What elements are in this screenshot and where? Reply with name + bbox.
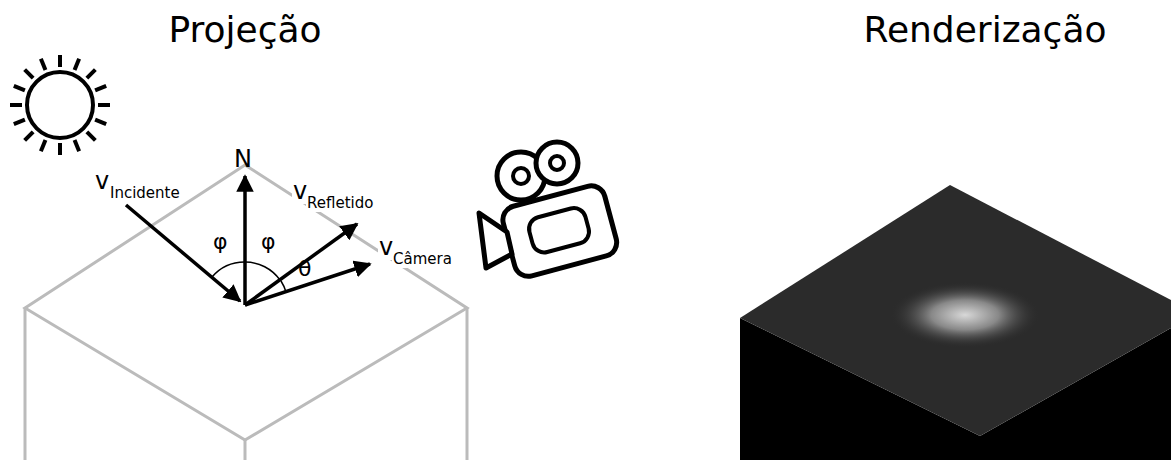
- wireframe-cube: [25, 165, 467, 460]
- vector-subscript: Câmera: [392, 251, 453, 268]
- sun-ray: [87, 70, 95, 78]
- sun-ray: [25, 132, 33, 140]
- vector-label: v: [94, 168, 110, 194]
- sun-ray: [10, 103, 22, 107]
- angle-arcs: [212, 262, 286, 292]
- vector-label: N: [234, 146, 252, 172]
- sun-ray: [95, 120, 106, 125]
- sun-ray: [58, 55, 62, 67]
- sun-ray: [41, 140, 46, 151]
- sun-ray: [14, 86, 25, 91]
- panel-title: Projeção: [168, 10, 321, 50]
- sun-ray: [98, 103, 110, 107]
- sun-ray: [41, 59, 46, 70]
- sun-ray: [14, 120, 25, 125]
- sun-ray: [25, 70, 33, 78]
- angle-label: φ: [261, 230, 276, 254]
- vector-subscript: Refletido: [306, 195, 374, 212]
- sun-ray: [75, 59, 80, 70]
- panel-title: Renderização: [864, 10, 1107, 50]
- sun-ray: [95, 86, 106, 91]
- sun-icon: [10, 55, 110, 155]
- angle-label: φ: [213, 230, 228, 254]
- vector-subscript: Incidente: [109, 185, 181, 202]
- angle-label: θ: [298, 257, 311, 281]
- sun-ray: [75, 140, 80, 151]
- sun-ray: [87, 132, 95, 140]
- sun-ray: [58, 143, 62, 155]
- camera-icon: [479, 142, 620, 279]
- rendered-cube: [740, 185, 1171, 460]
